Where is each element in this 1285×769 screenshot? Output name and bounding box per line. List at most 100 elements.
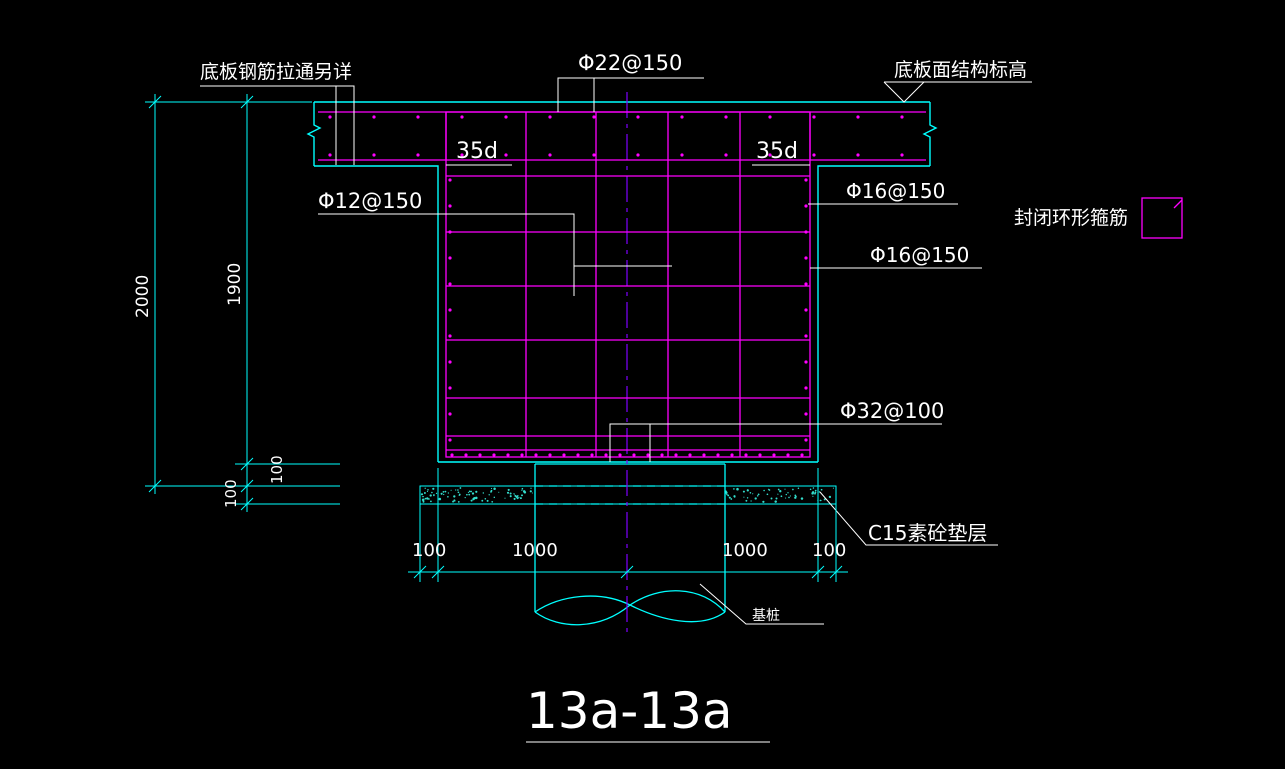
top-rebar-label: Φ22@150 — [578, 51, 682, 75]
cushion-speck — [777, 493, 779, 495]
cushion-speck — [752, 493, 754, 495]
cushion-speck — [770, 497, 773, 500]
cushion-speck — [432, 487, 435, 490]
cushion-speck — [811, 491, 815, 494]
cushion-speck — [762, 500, 765, 503]
cushion-speck — [491, 500, 494, 503]
rebar-section-dot — [450, 453, 454, 457]
rebar-section-dot — [636, 115, 640, 119]
cushion-speck — [733, 495, 736, 498]
cushion-speck — [509, 495, 512, 498]
rebar-section-dot — [680, 153, 684, 157]
rebar-section-dot — [416, 153, 420, 157]
cushion-speck — [756, 495, 759, 497]
cushion-speck — [775, 497, 778, 500]
rebar-section-dot — [592, 153, 596, 157]
rebar-section-dot — [800, 453, 804, 457]
mid-rebar-right-label: Φ16@150 — [870, 243, 969, 267]
cushion-speck — [832, 487, 834, 489]
cushion-speck — [785, 497, 787, 499]
rebar-section-dot — [900, 153, 904, 157]
cushion-speck — [513, 497, 516, 500]
rebar-section-dot — [590, 453, 594, 457]
stirrup-legend-label: 封闭环形箍筋 — [1014, 207, 1128, 229]
cushion-speck — [727, 494, 730, 497]
rebar-section-dot — [812, 115, 816, 119]
rebar-section-dot — [506, 453, 510, 457]
cushion-speck — [468, 493, 471, 496]
cushion-speck — [746, 489, 749, 492]
dim-bottom-right-100: 100 — [812, 540, 846, 561]
rebar-section-dot — [520, 453, 524, 457]
rebar-section-dot — [448, 360, 452, 364]
cushion-speck — [429, 500, 432, 503]
rebar-section-dot — [328, 115, 332, 119]
cushion-speck — [794, 496, 797, 499]
cushion-speck — [424, 497, 427, 500]
cushion-speck — [743, 496, 745, 498]
rebar-section-dot — [448, 334, 452, 338]
rebar-section-dot — [448, 308, 452, 312]
cushion-speck — [426, 497, 429, 500]
rebar-section-dot — [464, 453, 468, 457]
cushion-speck — [521, 489, 523, 491]
cushion-speck — [447, 492, 450, 494]
cushion-speck — [749, 491, 752, 494]
rebar-section-dot — [448, 282, 452, 286]
rebar-section-dot — [804, 230, 808, 234]
rebar-section-dot — [804, 308, 808, 312]
cushion-speck — [779, 490, 782, 493]
cushion-speck — [506, 491, 510, 494]
cushion-speck — [457, 491, 460, 494]
slab-rebar-note: 底板钢筋拉通另详 — [200, 61, 352, 83]
rebar-section-dot — [856, 153, 860, 157]
rebar-section-dot — [680, 115, 684, 119]
cushion-speck — [521, 494, 523, 497]
rebar-section-dot — [534, 453, 538, 457]
cushion-speck — [746, 497, 749, 499]
rebar-section-dot — [548, 153, 552, 157]
cushion-speck — [763, 489, 765, 492]
cushion-speck — [426, 490, 429, 492]
dim-inner-height: 1900 — [225, 263, 245, 306]
cushion-speck — [424, 487, 426, 489]
rebar-section-dot — [576, 453, 580, 457]
cushion-speck — [725, 491, 728, 494]
cushion-speck — [455, 489, 457, 491]
slab-elevation-label: 底板面结构标高 — [894, 59, 1027, 81]
rebar-section-dot — [448, 204, 452, 208]
cushion-speck — [452, 500, 455, 503]
dim-bottom-left-1000: 1000 — [512, 540, 558, 561]
rebar-section-dot — [804, 178, 808, 182]
rebar-section-dot — [804, 438, 808, 442]
cushion-speck — [766, 493, 769, 496]
rebar-section-dot — [548, 453, 552, 457]
cushion-speck — [812, 495, 814, 497]
rebar-section-dot — [768, 153, 772, 157]
rebar-section-dot — [448, 386, 452, 390]
rebar-section-dot — [478, 453, 482, 457]
cushion-speck — [754, 497, 757, 500]
cushion-layer — [419, 485, 837, 505]
cushion-speck — [823, 498, 826, 501]
cushion-speck — [788, 496, 790, 499]
rebar-section-dot — [372, 153, 376, 157]
cushion-speck — [438, 497, 442, 501]
rebar-section-dot — [900, 115, 904, 119]
rebar-section-dot — [724, 115, 728, 119]
rebar-section-dot — [804, 282, 808, 286]
cushion-speck — [812, 487, 815, 489]
cushion-speck — [519, 497, 522, 500]
cushion-speck — [507, 488, 510, 491]
cushion-speck — [829, 496, 831, 498]
cushion-speck — [440, 492, 443, 495]
cushion-speck — [493, 487, 496, 490]
dim-bottom-left-100: 100 — [412, 540, 446, 561]
cushion-speck — [444, 490, 447, 493]
rebar-section-dot — [688, 453, 692, 457]
cushion-speck — [757, 493, 760, 496]
cushion-speck — [820, 488, 823, 491]
cushion-speck — [814, 492, 816, 495]
cushion-speck — [726, 493, 728, 496]
